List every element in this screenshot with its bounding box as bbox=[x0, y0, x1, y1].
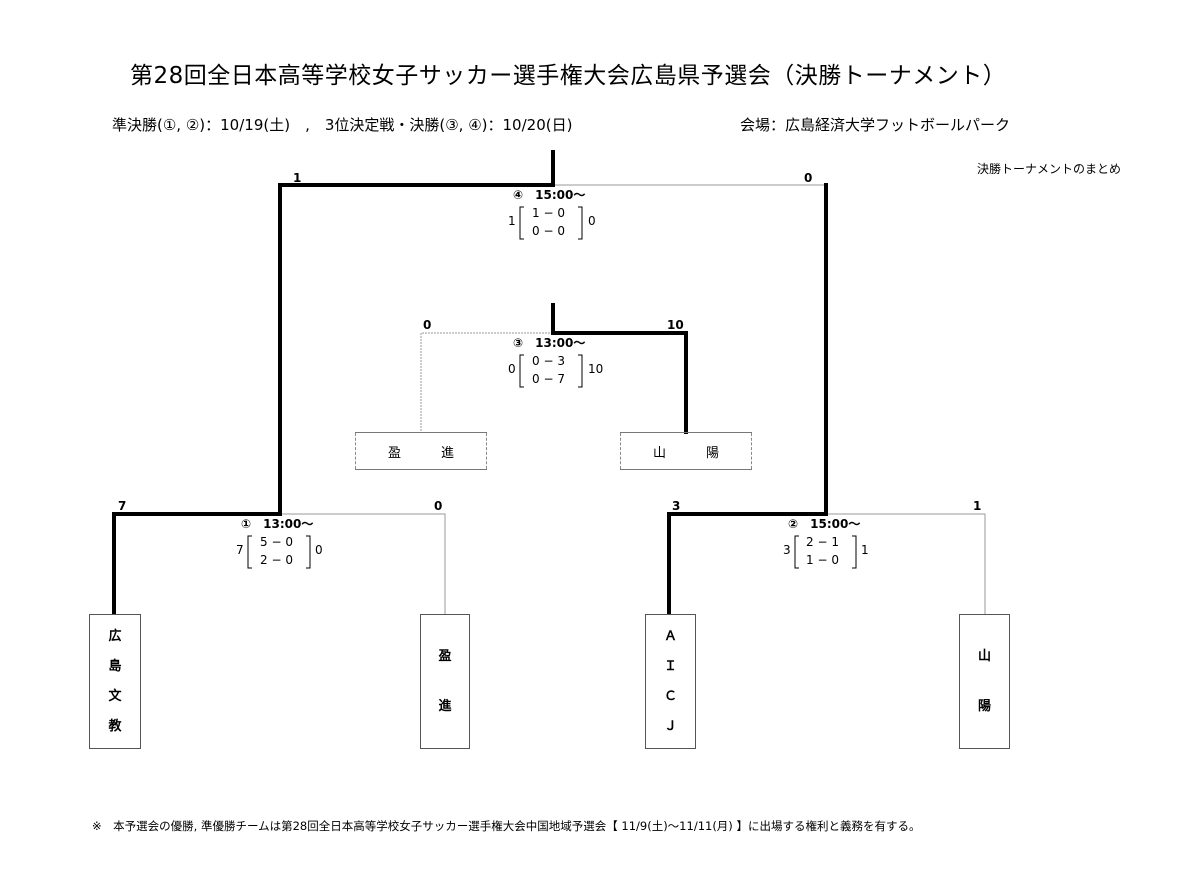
m2-score-left: 3 bbox=[672, 499, 680, 513]
m3-half2: 0 − 7 bbox=[532, 372, 565, 386]
bracket-line-m1-right bbox=[280, 513, 446, 614]
m2-half1: 2 − 1 bbox=[806, 535, 839, 549]
team-char: 山 bbox=[977, 648, 991, 664]
bracket-line-m3-left bbox=[420, 332, 553, 432]
team-box-sanyo: 山 陽 bbox=[959, 614, 1010, 749]
venue-text: 会場：広島経済大学フットボールパーク bbox=[740, 116, 1011, 134]
m4-score-left: 1 bbox=[293, 171, 301, 185]
team-char: Ｃ bbox=[663, 688, 677, 704]
m4-half1: 1 − 0 bbox=[532, 206, 565, 220]
m1-label: ① 13:00～ bbox=[241, 517, 313, 531]
team-box-hiroshima-bunkyo: 広 島 文 教 bbox=[89, 614, 141, 749]
team-char: 進 bbox=[438, 698, 452, 714]
team-char: 盈 bbox=[438, 648, 452, 664]
team-char: 陽 bbox=[977, 698, 991, 714]
m4-half2: 0 − 0 bbox=[532, 224, 565, 238]
bracket-line-m1-up bbox=[278, 183, 555, 516]
bracket-line-m2-left bbox=[667, 512, 828, 616]
third-place-team-eishin: 盈 進 bbox=[355, 432, 487, 470]
bracket-line-m2-right bbox=[826, 513, 986, 614]
m4-score-right: 0 bbox=[804, 171, 812, 185]
team-char: Ａ bbox=[663, 628, 677, 644]
third-place-team-sanyo: 山 陽 bbox=[620, 432, 752, 470]
team-char: 広 bbox=[108, 628, 122, 644]
team-char: Ｉ bbox=[663, 658, 677, 674]
summary-label: 決勝トーナメントのまとめ bbox=[977, 162, 1122, 176]
m3-score-right: 10 bbox=[667, 318, 684, 332]
m3-total-left: 0 bbox=[508, 362, 516, 376]
bracket-line-m3-right bbox=[551, 303, 688, 434]
m4-total-left: 1 bbox=[508, 214, 516, 228]
footnote: ※ 本予選会の優勝, 準優勝チームは第28回全日本高等学校女子サッカー選手権大会… bbox=[92, 819, 921, 833]
m1-total-right: 0 bbox=[315, 543, 323, 557]
m1-half2: 2 − 0 bbox=[260, 553, 293, 567]
m3-score-left: 0 bbox=[423, 318, 431, 332]
team-char: 盈 bbox=[387, 445, 401, 461]
m3-half1: 0 − 3 bbox=[532, 354, 565, 368]
m1-score-left: 7 bbox=[118, 499, 126, 513]
m2-label: ② 15:00～ bbox=[788, 517, 860, 531]
m2-total-left: 3 bbox=[783, 543, 791, 557]
team-char: 島 bbox=[108, 658, 122, 674]
m2-score-right: 1 bbox=[973, 499, 981, 513]
m2-total-right: 1 bbox=[861, 543, 869, 557]
m1-score-right: 0 bbox=[434, 499, 442, 513]
team-char: Ｊ bbox=[663, 718, 677, 734]
m4-label: ④ 15:00～ bbox=[513, 188, 585, 202]
team-char: 文 bbox=[108, 688, 122, 704]
m3-total-right: 10 bbox=[588, 362, 603, 376]
team-char: 進 bbox=[441, 445, 455, 461]
team-char: 山 bbox=[652, 445, 666, 461]
schedule-text: 準決勝(①, ②)：10/19(土) , 3位決定戦・決勝(③, ④)：10/2… bbox=[112, 116, 573, 134]
team-box-aicj: Ａ Ｉ Ｃ Ｊ bbox=[645, 614, 696, 749]
m1-total-left: 7 bbox=[236, 543, 244, 557]
m1-half1: 5 − 0 bbox=[260, 535, 293, 549]
team-char: 教 bbox=[108, 718, 122, 734]
team-char: 陽 bbox=[706, 445, 720, 461]
bracket-line-m1-left bbox=[112, 512, 282, 616]
m2-half2: 1 − 0 bbox=[806, 553, 839, 567]
m4-total-right: 0 bbox=[588, 214, 596, 228]
m3-label: ③ 13:00～ bbox=[513, 336, 585, 350]
team-box-eishin: 盈 進 bbox=[420, 614, 470, 749]
page-title: 第28回全日本高等学校女子サッカー選手権大会広島県予選会（決勝トーナメント） bbox=[130, 63, 1007, 89]
